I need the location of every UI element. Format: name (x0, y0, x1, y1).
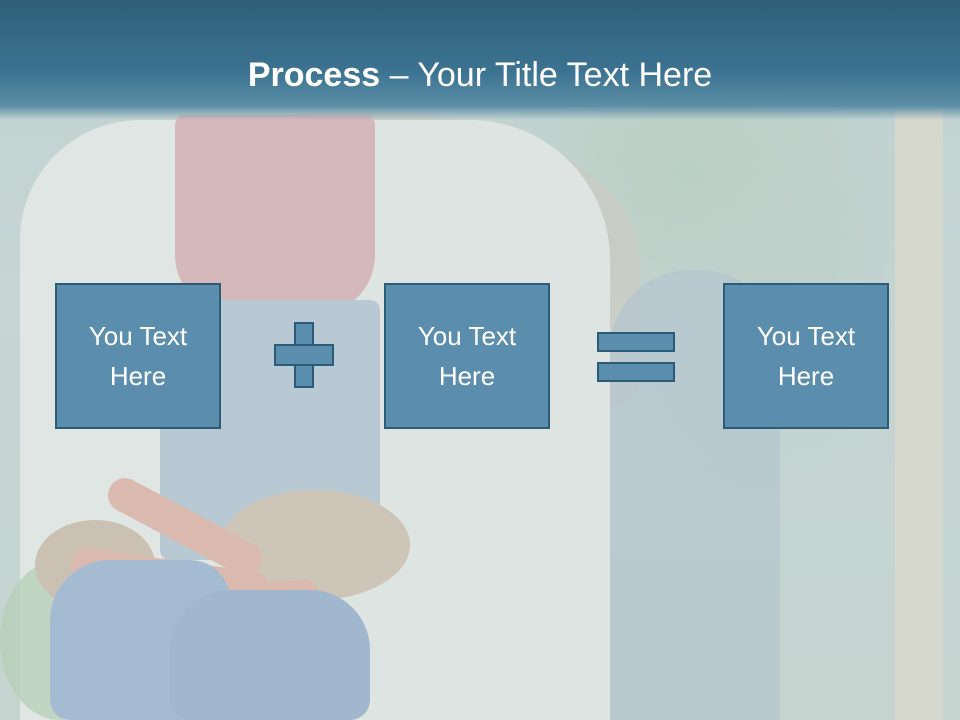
box-line-2: Here (777, 361, 835, 391)
equals-bottom-bar (597, 362, 675, 382)
process-box-1[interactable]: You Text Here (55, 283, 221, 429)
title-rest-part: – Your Title Text Here (380, 56, 713, 94)
process-box-2[interactable]: You Text Here (384, 283, 550, 429)
title-bar: Process – Your Title Text Here (0, 0, 960, 120)
box-line-1: You Text (88, 321, 188, 351)
plus-icon (274, 322, 334, 388)
box-line-2: Here (438, 361, 496, 391)
blue-glove (170, 590, 370, 720)
equals-top-bar (597, 332, 675, 352)
process-box-text: You Text Here (741, 316, 871, 396)
process-box-3[interactable]: You Text Here (723, 283, 889, 429)
process-box-text: You Text Here (73, 316, 203, 396)
plus-center-fill (296, 346, 312, 364)
process-box-text: You Text Here (402, 316, 532, 396)
box-line-2: Here (109, 361, 167, 391)
box-line-1: You Text (756, 321, 856, 351)
box-line-1: You Text (417, 321, 517, 351)
title-bold-part: Process (247, 56, 381, 94)
wooden-pole (895, 110, 943, 720)
equals-icon (597, 332, 675, 382)
red-shirt (175, 115, 375, 315)
slide-title[interactable]: Process – Your Title Text Here (0, 52, 960, 98)
